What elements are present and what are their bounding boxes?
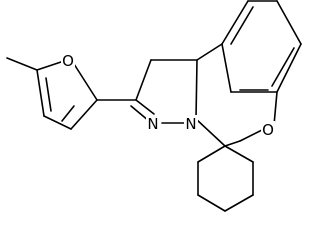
atom-furan-oxygen: O [61, 52, 75, 70]
svg-text:O: O [262, 121, 274, 139]
chemical-structure-diagram: O N N O [6, 0, 302, 212]
pyrazoline-ring [130, 59, 198, 124]
atom-pyrazole-n1: N [184, 115, 198, 133]
svg-text:O: O [62, 52, 74, 70]
atom-oxazine-oxygen: O [261, 121, 275, 139]
oxazine-ring [195, 43, 278, 147]
svg-text:N: N [147, 115, 158, 133]
cyclohexane-ring [197, 145, 254, 212]
svg-text:N: N [185, 115, 196, 133]
methyl-group [6, 57, 38, 71]
benzene-ring [221, 0, 302, 93]
atom-pyrazole-n2: N [146, 115, 160, 133]
furan-ring [36, 61, 98, 130]
